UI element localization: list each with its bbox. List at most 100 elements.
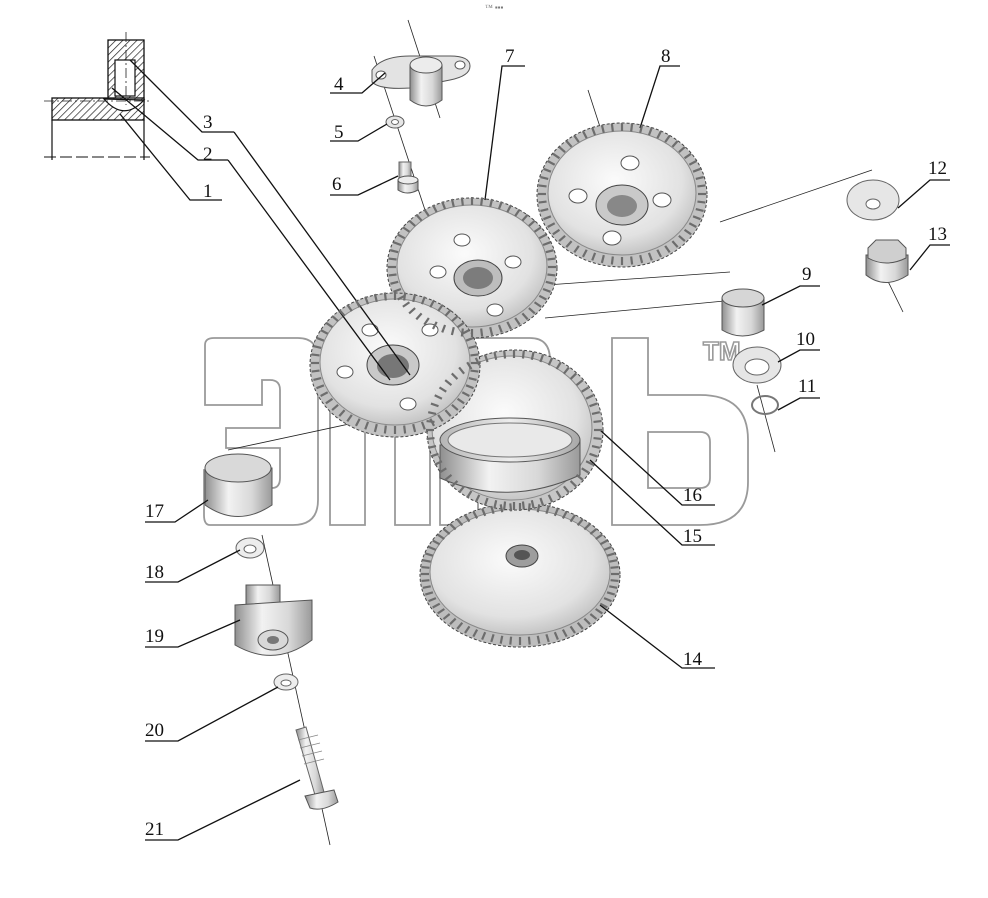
gear-tooth	[569, 625, 576, 634]
gear-tooth	[589, 528, 598, 535]
gear-tooth	[533, 226, 542, 233]
gear-tooth	[591, 444, 601, 449]
gear-tooth	[383, 292, 387, 301]
gear-tooth	[639, 124, 644, 134]
ring-11	[751, 395, 779, 415]
gear-tooth	[576, 622, 584, 630]
gear-tooth	[609, 559, 618, 563]
gear-tooth	[591, 252, 597, 261]
gear-tooth	[528, 219, 536, 227]
gear-tooth	[489, 326, 494, 336]
gear-tooth	[472, 510, 479, 519]
callout-17: 17	[145, 501, 164, 522]
gear-tooth	[465, 336, 474, 342]
gear-tooth	[311, 369, 320, 373]
gear-tooth	[671, 140, 679, 148]
gear-tooth	[428, 545, 437, 551]
gear-tooth	[325, 397, 334, 405]
gear-tooth	[464, 514, 471, 523]
gear-tooth	[338, 409, 346, 417]
gear-tooth	[656, 249, 663, 258]
callout-9: 9	[802, 264, 812, 285]
gear-tooth	[421, 565, 430, 569]
gear-tooth	[338, 309, 346, 317]
gear-tooth	[610, 123, 614, 132]
bolt-21	[295, 726, 339, 810]
gear-tooth	[509, 636, 513, 645]
gear-tooth	[569, 480, 578, 488]
gear-tooth	[466, 361, 473, 370]
gear-tooth	[461, 329, 470, 335]
gear-tooth	[480, 328, 484, 337]
callout-6: 6	[332, 174, 342, 195]
gear-tooth	[528, 307, 536, 315]
gear-tooth	[461, 391, 470, 397]
gear-tooth	[364, 421, 370, 430]
gear-tooth	[481, 507, 487, 517]
gear-tooth	[403, 292, 407, 301]
gear-tooth	[408, 219, 416, 227]
gear-tooth	[422, 585, 431, 589]
gear-tooth	[499, 635, 504, 644]
callout-11: 11	[798, 376, 816, 397]
gear-tooth	[506, 321, 513, 330]
gear-tooth	[630, 123, 634, 132]
gear-tooth	[354, 299, 361, 308]
gear-tooth	[555, 361, 562, 370]
gear-tooth	[545, 633, 550, 643]
gear-tooth	[428, 597, 437, 603]
gear-tooth	[599, 539, 608, 546]
gear-tooth	[449, 523, 457, 531]
gear-tooth	[499, 504, 504, 513]
gear-tooth	[695, 175, 704, 180]
gear-tooth	[527, 636, 531, 645]
gear-tooth	[639, 254, 644, 264]
gear-tooth	[432, 539, 441, 546]
gear-tooth	[503, 350, 507, 359]
gear-tooth	[683, 152, 692, 160]
callout-12: 12	[928, 158, 947, 179]
gear-tooth	[576, 518, 584, 526]
gear-tooth	[354, 418, 361, 427]
gear-tooth	[388, 273, 397, 277]
gear-tooth	[493, 499, 498, 509]
callout-21: 21	[145, 819, 164, 840]
gear-tooth	[527, 503, 531, 512]
gear-tooth	[466, 490, 473, 499]
gear-tooth	[458, 485, 465, 494]
gear-tooth	[561, 510, 568, 519]
callout-7: 7	[505, 46, 515, 67]
callout-19: 19	[145, 626, 164, 647]
gear-tooth	[450, 372, 459, 380]
callout-3: 3	[203, 112, 213, 133]
gear-tooth	[593, 436, 602, 441]
gear-tooth	[316, 384, 325, 390]
gear-tooth	[489, 198, 494, 208]
gear-tooth	[390, 280, 399, 285]
callout-8: 8	[661, 46, 671, 67]
gear-tooth	[647, 127, 653, 136]
gear-tooth	[415, 213, 423, 222]
callout-1: 1	[203, 181, 213, 202]
gear-tooth	[552, 228, 561, 236]
gear-tooth	[408, 307, 416, 315]
gear-tooth	[583, 617, 591, 625]
gear-tooth	[536, 635, 541, 644]
gear-tooth	[403, 425, 407, 434]
bushing-9	[721, 288, 765, 337]
gear-tooth	[545, 249, 554, 254]
gear-tooth	[697, 200, 706, 204]
callout-14: 14	[683, 649, 703, 670]
gear-tooth	[552, 152, 561, 160]
gear-tooth	[450, 326, 455, 336]
gear-tooth	[595, 533, 603, 540]
gear-tooth	[364, 296, 370, 305]
section-detail	[44, 32, 152, 160]
gear-tooth	[606, 552, 616, 557]
gear-tooth	[481, 631, 487, 641]
gear-tooth	[429, 299, 436, 308]
gear-14	[419, 502, 621, 648]
gear-tooth	[437, 533, 445, 540]
gear-tooth	[591, 411, 601, 416]
